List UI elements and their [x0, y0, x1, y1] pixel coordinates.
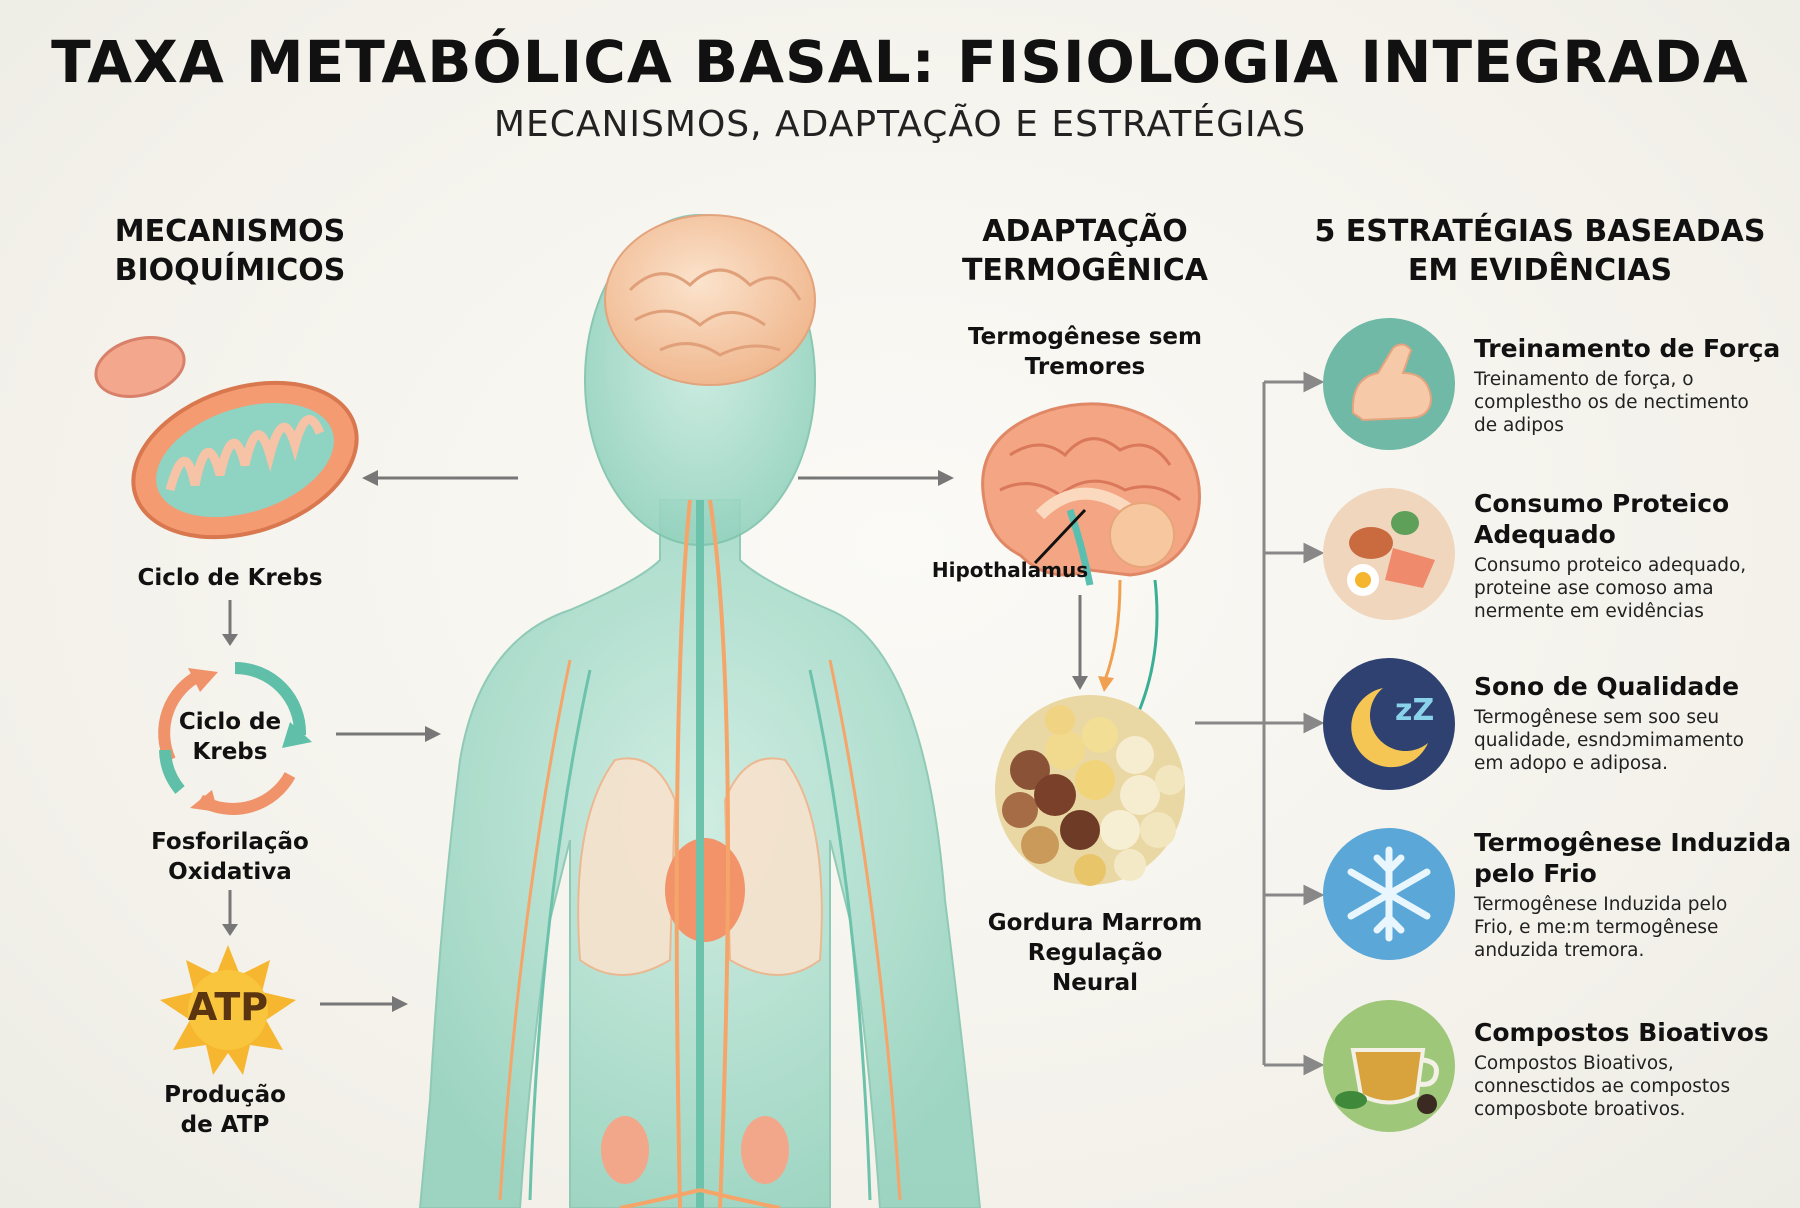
strategy-bioactive: Compostos Bioativos Compostos Bioativos,…	[1474, 1018, 1769, 1120]
atp-badge: ATP	[187, 985, 269, 1029]
snowflake-icon	[1323, 828, 1455, 960]
strategy-strength: Treinamento de Força Treinamento de forç…	[1474, 334, 1781, 436]
mitochondria-icon	[94, 336, 359, 540]
mechanisms-heading: MECANISMOS BIOQUÍMICOS	[114, 214, 346, 288]
krebs-cycle-icon	[158, 662, 312, 815]
arrow-atp-to-body	[320, 996, 408, 1012]
human-body-illustration	[418, 214, 982, 1208]
strategy-sleep: Sono de Qualidade Termogênese sem soo se…	[1474, 672, 1744, 774]
arrow-down-1	[222, 600, 238, 646]
strategy-protein: Consumo Proteico Adequado Consumo protei…	[1474, 489, 1747, 622]
tea-cup-icon	[1323, 1000, 1455, 1132]
strategy-bracket	[1195, 371, 1325, 1076]
page-title: TAXA METABÓLICA BASAL: FISIOLOGIA INTEGR…	[51, 28, 1749, 96]
svg-text:zZ: zZ	[1395, 693, 1434, 728]
atp-production-label: Produção de ATP	[164, 1082, 286, 1138]
krebs-cycle-label: Ciclo de Krebs	[178, 709, 282, 765]
mitochondria-label: Ciclo de Krebs	[137, 565, 323, 591]
arrow-krebs-to-body	[336, 726, 441, 742]
page-subtitle: MECANISMOS, ADAPTAÇÃO E ESTRATÉGIAS	[493, 104, 1307, 145]
hypothalamus-label: Hipothalamus	[931, 558, 1089, 582]
arrow-down-2	[222, 890, 238, 936]
thermogenic-adaptation-heading: ADAPTAÇÃO TERMOGÊNICA	[961, 214, 1209, 288]
moon-sleep-icon: zZ	[1323, 658, 1455, 790]
atp-sun-icon	[160, 945, 296, 1075]
brown-fat-label: Gordura Marrom Regulação Neural	[987, 910, 1203, 996]
arrow-body-to-mito	[362, 470, 518, 486]
hypothalamus-pointer	[1033, 508, 1087, 565]
brown-fat-icon	[995, 695, 1185, 886]
strategy-cold: Termogênese Induzida pelo Frio Termogêne…	[1474, 828, 1792, 961]
brain-icon	[981, 402, 1201, 586]
strength-training-icon	[1323, 318, 1455, 450]
arrow-body-to-brain	[798, 470, 954, 486]
strategies-heading: 5 ESTRATÉGIAS BASEADAS EM EVIDÊNCIAS	[1314, 214, 1766, 288]
protein-food-icon	[1323, 488, 1455, 620]
neural-arrows	[1072, 579, 1159, 748]
thermogenesis-label: Termogênese sem Tremores	[968, 324, 1202, 380]
oxidative-phosphorylation-label: Fosforilação Oxidativa	[151, 829, 309, 885]
